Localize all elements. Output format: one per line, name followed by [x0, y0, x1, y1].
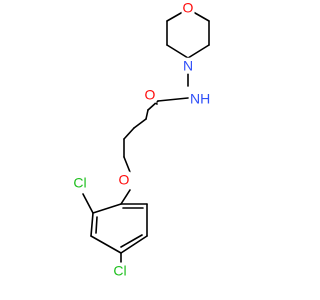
bond-single-10 — [123, 127, 135, 140]
bond-single-16 — [90, 235, 122, 254]
atom-label-backdrop — [72, 174, 88, 191]
atom-label-o-ether: O — [119, 172, 130, 188]
bond-single-17 — [120, 235, 148, 254]
atom-label-backdrop — [112, 262, 128, 279]
bond-single-14 — [92, 203, 122, 214]
atom-label-backdrop — [189, 90, 212, 107]
atom-label-n-morph: N — [183, 58, 193, 74]
bond-single-7 — [157, 97, 189, 102]
bond-single-8 — [145, 109, 149, 120]
bond-layer — [82, 8, 210, 263]
bond-single-15 — [90, 212, 94, 237]
bond-single-9 — [133, 118, 147, 129]
bond-aromatic-inner-2 — [120, 234, 143, 248]
atom-label-cl-ortho: Cl — [73, 175, 86, 191]
atom-label-backdrop — [181, 0, 195, 16]
atom-label-backdrop — [117, 171, 131, 188]
atom-label-nh: NH — [190, 91, 210, 107]
atom-label-o-carbonyl: O — [145, 87, 156, 103]
atom-label-backdrop — [181, 57, 195, 74]
bond-single-3 — [166, 44, 189, 59]
atom-label-backdrop — [143, 86, 157, 103]
bond-single-20 — [82, 193, 94, 214]
bond-aromatic-inner-1 — [95, 216, 98, 234]
atom-label-cl-para: Cl — [113, 263, 126, 279]
bond-single-12 — [123, 156, 131, 173]
bond-single-13 — [120, 189, 131, 205]
atom-label-o-morph: O — [183, 0, 194, 16]
bond-single-2 — [187, 44, 210, 59]
